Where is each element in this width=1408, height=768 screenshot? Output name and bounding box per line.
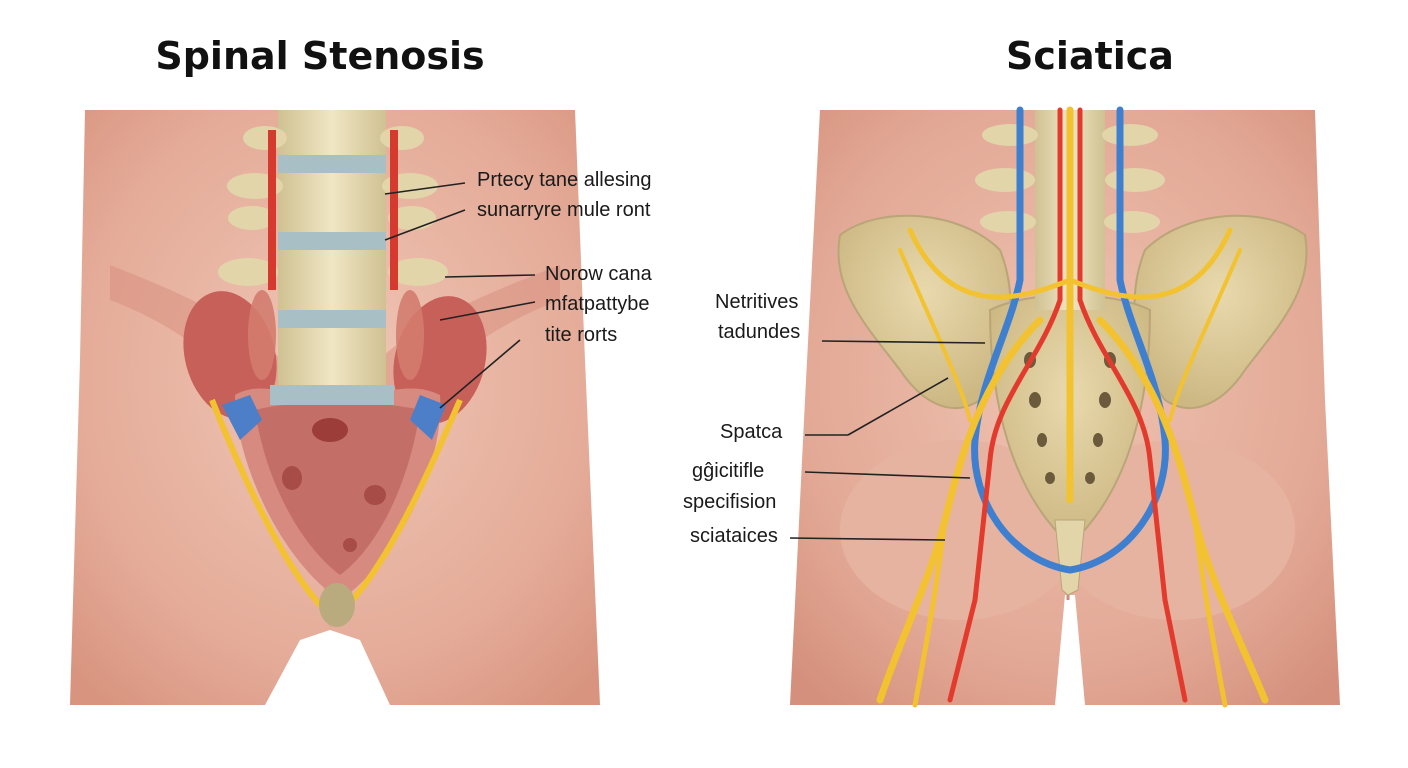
label-left-5: tite rorts xyxy=(545,324,618,346)
label-left-3: Norow cana xyxy=(545,263,652,285)
label-right-3: Spatca xyxy=(720,421,783,443)
label-right-4: gĝicitifle xyxy=(692,460,765,482)
left-callout-lines xyxy=(384,182,536,409)
right-vessels-nerves xyxy=(876,106,1269,708)
label-right-2: tadundes xyxy=(718,321,801,343)
label-right-5: specifision xyxy=(683,491,777,513)
label-left-4: mfatpattybe xyxy=(545,293,650,315)
right-callout-lines xyxy=(789,340,986,541)
left-pelvic-basin xyxy=(209,388,463,627)
label-right-6: sciataices xyxy=(690,525,778,547)
label-left-2: sunarryre mule ront xyxy=(477,199,651,221)
panel-title-sciatica: Sciatica xyxy=(1006,34,1174,78)
panel-title-spinal-stenosis: Spinal Stenosis xyxy=(155,34,485,78)
label-right-1: Netritives xyxy=(715,291,799,313)
label-left-1: Prtecy tane allesing xyxy=(477,169,652,191)
